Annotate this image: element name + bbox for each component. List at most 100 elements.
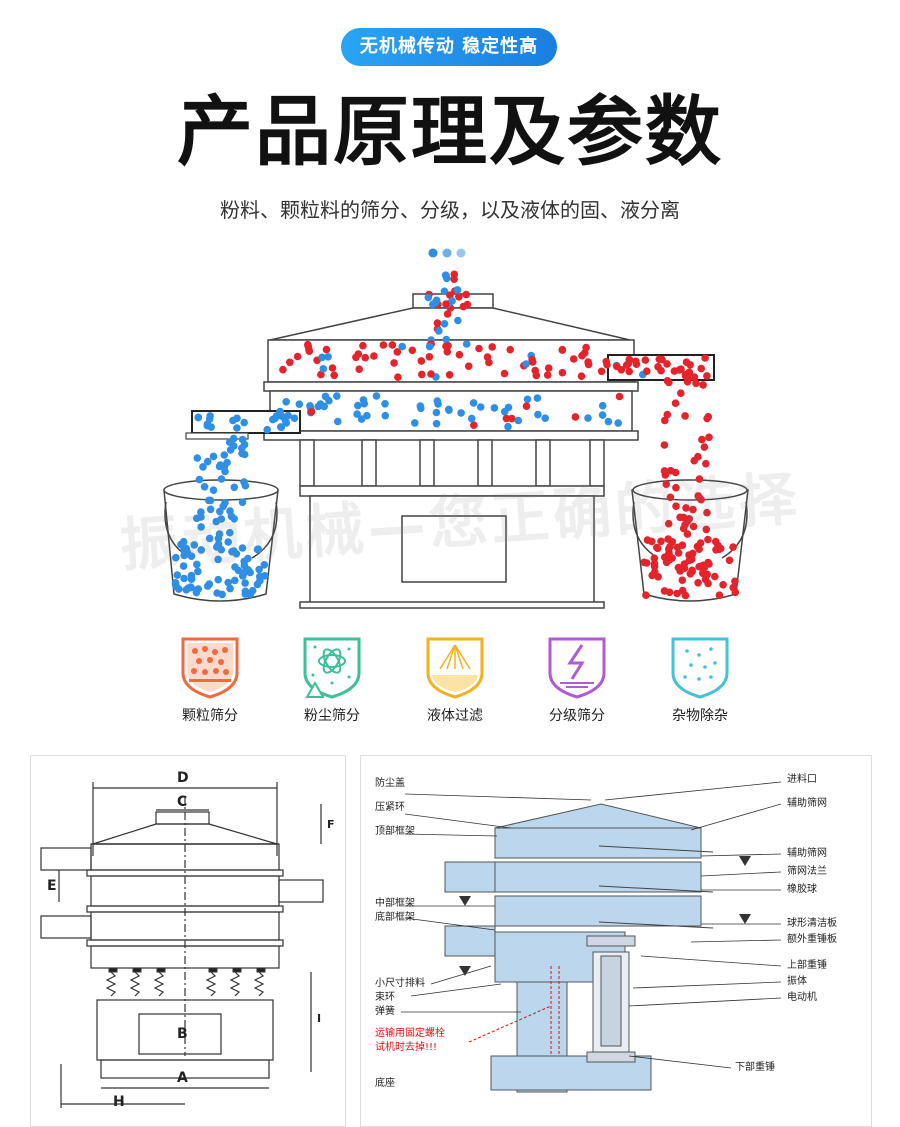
fine-particle bbox=[353, 410, 361, 418]
dim-c: C bbox=[177, 794, 188, 810]
fine-particle bbox=[205, 534, 214, 543]
fine-particle bbox=[172, 553, 180, 562]
fine-particle bbox=[224, 578, 232, 587]
coarse-particle bbox=[679, 524, 688, 533]
fine-particle bbox=[195, 475, 204, 484]
coarse-particle bbox=[731, 588, 740, 597]
dim-d: D bbox=[177, 770, 189, 786]
fine-particle bbox=[241, 579, 249, 587]
fine-particle bbox=[398, 342, 406, 351]
feature-granule-screening: 颗粒筛分 bbox=[160, 635, 260, 725]
coarse-particle bbox=[666, 466, 675, 475]
liquid-filter-icon bbox=[426, 637, 484, 699]
fine-particle bbox=[279, 413, 288, 422]
coarse-particle bbox=[427, 370, 435, 378]
coarse-particle bbox=[681, 372, 690, 380]
fine-particle bbox=[194, 413, 203, 422]
coarse-particle bbox=[702, 459, 710, 468]
fine-particle bbox=[534, 410, 542, 419]
coarse-particle bbox=[666, 493, 675, 502]
coarse-particle bbox=[660, 441, 669, 449]
coarse-particle bbox=[688, 549, 697, 558]
coarse-particle bbox=[379, 341, 388, 349]
coarse-particle bbox=[640, 558, 648, 567]
fine-particle bbox=[360, 399, 369, 408]
part-label: 防尘盖 bbox=[375, 778, 405, 789]
coarse-particle bbox=[702, 525, 711, 534]
coarse-particle bbox=[698, 435, 706, 444]
fine-particle bbox=[240, 568, 249, 577]
fine-particle bbox=[432, 296, 441, 305]
fine-particle bbox=[523, 395, 532, 404]
fine-particle bbox=[290, 414, 299, 422]
part-label: 进料口 bbox=[787, 774, 817, 785]
coarse-particle bbox=[615, 392, 624, 401]
coarse-particle bbox=[695, 545, 703, 553]
coarse-particle bbox=[680, 564, 689, 572]
dust-screening-icon bbox=[303, 637, 361, 699]
fine-particle bbox=[333, 392, 341, 400]
fine-particle bbox=[214, 555, 222, 564]
coarse-particle bbox=[643, 367, 651, 375]
fine-particle bbox=[357, 415, 366, 423]
fine-particle bbox=[187, 571, 196, 580]
fine-particle bbox=[199, 463, 207, 471]
coarse-particle bbox=[657, 537, 665, 546]
fine-particle bbox=[320, 402, 328, 411]
fine-particle bbox=[432, 419, 441, 428]
coarse-particle bbox=[571, 413, 580, 421]
fine-particle bbox=[209, 452, 218, 461]
feature-label: 分级筛分 bbox=[549, 708, 605, 724]
fine-particle bbox=[206, 412, 214, 420]
fine-particle bbox=[240, 418, 248, 427]
coarse-particle bbox=[682, 358, 691, 366]
coarse-particle bbox=[485, 358, 493, 367]
fine-particle bbox=[238, 435, 247, 444]
coarse-particle bbox=[725, 556, 734, 565]
coarse-particle bbox=[500, 369, 509, 378]
coarse-particle bbox=[330, 371, 338, 380]
coarse-particle bbox=[359, 341, 367, 350]
coarse-particle bbox=[688, 567, 696, 576]
coarse-particle bbox=[676, 513, 684, 522]
feature-grading-screening: 分级筛分 bbox=[527, 635, 627, 725]
dim-h: H bbox=[113, 1094, 125, 1110]
coarse-particle bbox=[660, 587, 669, 595]
coarse-particle bbox=[455, 350, 464, 359]
fine-particle bbox=[381, 400, 389, 408]
fine-particle bbox=[226, 507, 234, 515]
coarse-particle bbox=[569, 355, 578, 363]
coarse-particle bbox=[558, 346, 567, 354]
dim-e: E bbox=[47, 878, 57, 894]
fine-particle bbox=[229, 416, 237, 425]
coarse-particle bbox=[664, 519, 673, 528]
fine-particle bbox=[295, 400, 304, 408]
coarse-particle bbox=[522, 402, 531, 410]
coarse-particle bbox=[692, 379, 700, 388]
coarse-particle bbox=[705, 433, 713, 442]
fine-particle bbox=[206, 505, 215, 514]
fine-particle bbox=[179, 562, 188, 570]
fine-particle bbox=[193, 454, 202, 462]
fine-particle bbox=[440, 320, 449, 328]
fine-particle bbox=[182, 544, 190, 553]
fine-particle bbox=[197, 546, 205, 554]
coarse-particle bbox=[683, 530, 692, 538]
coarse-particle bbox=[677, 389, 685, 397]
part-label-warning: 运输用固定螺栓 bbox=[375, 1028, 445, 1039]
coarse-particle bbox=[671, 399, 680, 407]
coarse-particle bbox=[506, 345, 514, 354]
fine-particle bbox=[434, 400, 442, 408]
coarse-particle bbox=[408, 346, 417, 355]
fine-particle bbox=[203, 457, 212, 466]
coarse-particle bbox=[418, 370, 426, 379]
coarse-particle bbox=[543, 371, 552, 379]
fine-particle bbox=[230, 547, 238, 555]
fine-particle bbox=[334, 417, 342, 426]
fine-particle bbox=[223, 458, 231, 467]
coarse-particle bbox=[719, 581, 727, 589]
coarse-particle bbox=[657, 366, 665, 375]
coarse-particle bbox=[279, 365, 287, 374]
fine-particle bbox=[172, 582, 180, 590]
fine-particle bbox=[604, 417, 613, 426]
